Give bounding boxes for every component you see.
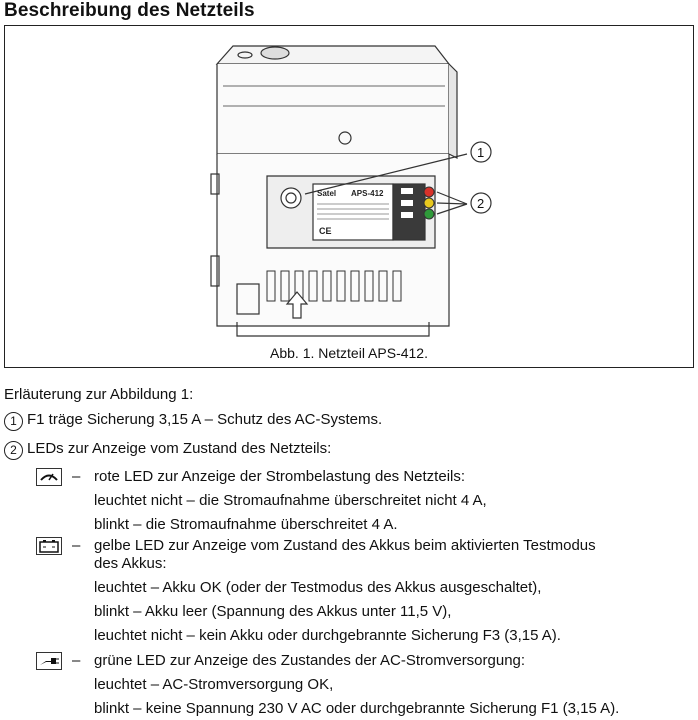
led-3-dash: – xyxy=(72,652,81,669)
label-ce: CE xyxy=(319,226,332,236)
led-2-description: gelbe LED zur Anzeige vom Zustand des Ak… xyxy=(94,537,596,554)
led-2-state-1: leuchtet – Akku OK (oder der Testmodus d… xyxy=(94,579,542,596)
led-2-dash: – xyxy=(72,537,81,554)
led-1-dash: – xyxy=(72,468,81,485)
led-3-description: grüne LED zur Anzeige des Zustandes der … xyxy=(94,652,526,669)
figure-caption: Abb. 1. Netzteil APS-412. xyxy=(270,345,428,361)
led-1-state-2: blinkt – die Stromaufnahme überschreitet… xyxy=(94,516,398,533)
figure-frame: Satel APS-412 CE 1 2 Abb. 1. Netzteil AP… xyxy=(4,25,694,368)
label-model: APS-412 xyxy=(351,189,384,198)
item-1-number: 1 xyxy=(4,412,23,431)
item-2-text: LEDs zur Anzeige vom Zustand des Netztei… xyxy=(27,440,332,457)
battery-icon xyxy=(36,537,62,555)
led-yellow xyxy=(423,197,435,209)
ac-plug-icon xyxy=(36,652,62,670)
item-1-text: F1 träge Sicherung 3,15 A – Schutz des A… xyxy=(27,411,383,428)
intro-text: Erläuterung zur Abbildung 1: xyxy=(4,386,194,403)
power-supply-illustration: Satel APS-412 CE 1 2 xyxy=(210,45,492,337)
led-2-description-cont: des Akkus: xyxy=(94,555,167,572)
led-3-state-1: leuchtet – AC-Stromversorgung OK, xyxy=(94,676,334,693)
label-brand: Satel xyxy=(317,189,336,198)
led-red xyxy=(423,186,435,198)
led-3-state-2: blinkt – keine Spannung 230 V AC oder du… xyxy=(94,700,620,717)
led-1-state-1: leuchtet nicht – die Stromaufnahme übers… xyxy=(94,492,487,509)
led-2-state-2: blinkt – Akku leer (Spannung des Akkus u… xyxy=(94,603,452,620)
load-icon xyxy=(36,468,62,486)
led-green xyxy=(423,208,435,220)
callout-1: 1 xyxy=(477,145,484,160)
callout-2: 2 xyxy=(477,196,484,211)
item-2-number: 2 xyxy=(4,441,23,460)
led-2-state-3: leuchtet nicht – kein Akku oder durchgeb… xyxy=(94,627,561,644)
page-title: Beschreibung des Netzteils xyxy=(4,0,255,21)
led-1-description: rote LED zur Anzeige der Strombelastung … xyxy=(94,468,466,485)
